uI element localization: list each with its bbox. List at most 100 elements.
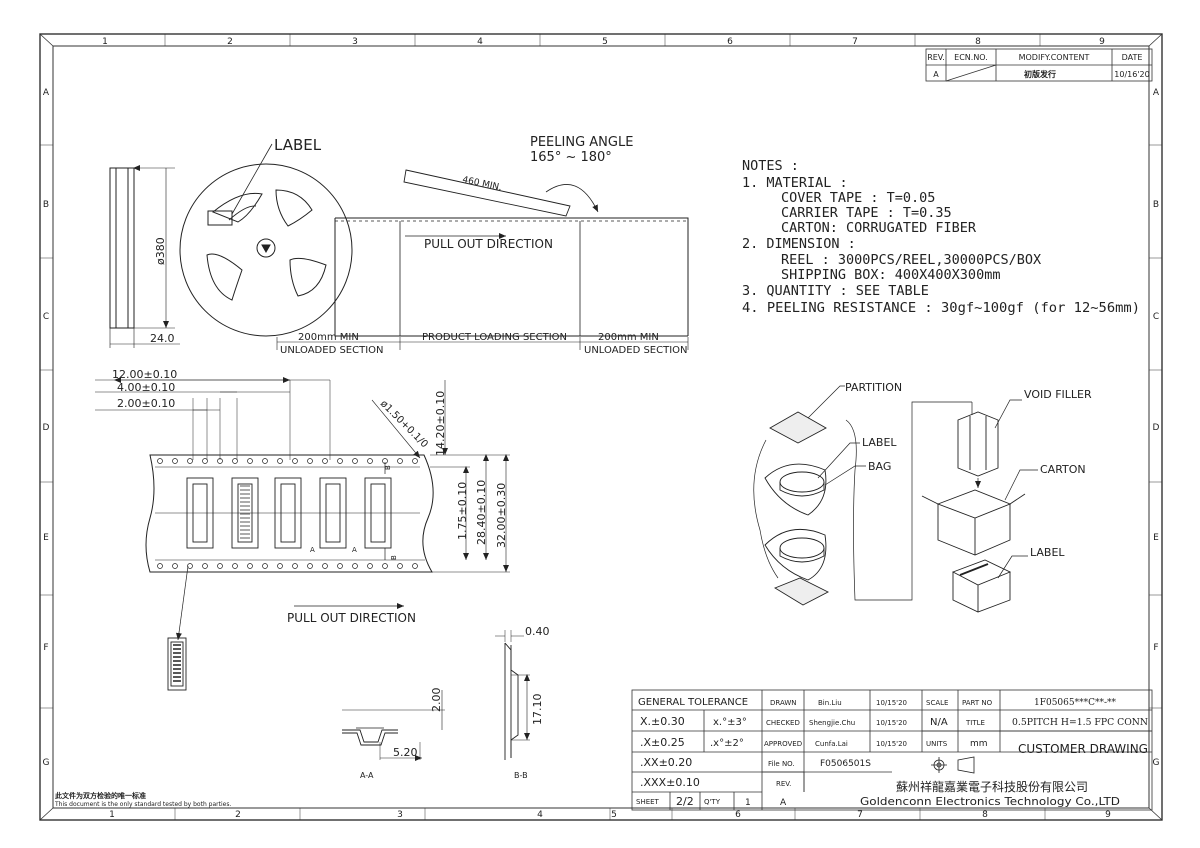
zone-letters-right: A B C D E F G [1153,88,1160,768]
zone-number: 7 [857,810,863,820]
zone-number: 9 [1099,37,1105,47]
zone-letter: F [1153,643,1158,653]
sheet-value: 2/2 [676,795,694,808]
reel-width-dim: 24.0 [150,332,175,345]
note-line: CARTON: CORRUGATED FIBER [781,220,977,236]
tol-xxxx: .XXX±0.10 [640,776,700,789]
company-cn: 蘇州祥龍嘉業電子科技股份有限公司 [896,779,1088,794]
section-bb [495,630,530,760]
section-length: 200mm MIN [298,332,359,343]
zone-letter: B [43,200,49,210]
zone-number: 4 [477,37,483,47]
rev-header-content: MODIFY.CONTENT [1019,53,1090,62]
zone-number: 5 [602,37,608,47]
rev-row-date: 10/16'20 [1114,70,1149,79]
zone-number: 5 [611,810,617,820]
zone-number: 4 [537,810,543,820]
rev-label: REV. [776,780,791,788]
drawn-name: Bin.Liu [818,699,842,707]
section-mark-b: B [384,465,392,470]
dim-hole-pitch: 4.00±0.10 [117,381,175,394]
zone-number: 8 [975,37,981,47]
zone-number: 6 [727,37,733,47]
qty-value: 1 [745,798,751,808]
zone-letter: G [43,758,50,768]
pull-direction-top: PULL OUT DIRECTION [405,233,553,251]
footer-note-cn: 此文件为双方检验的唯一标准 [55,791,146,800]
bb-thickness-dim: 0.40 [525,625,550,638]
label-callout-text: LABEL [274,136,322,154]
zone-letter: A [1153,88,1160,98]
packaging-illustration [753,401,1026,613]
pull-direction-text: PULL OUT DIRECTION [287,611,416,625]
section-length: 200mm MIN [598,332,659,343]
connector-detail [167,637,187,691]
notes-title: NOTES : [742,158,799,174]
label-callout: LABEL [231,136,322,215]
void-filler-label: VOID FILLER [1024,388,1092,401]
zone-letter: D [1153,423,1160,433]
rev-row-rev: A [933,70,939,79]
peeling-angle-title: PEELING ANGLE [530,135,633,150]
notes-block: NOTES : 1. MATERIAL : COVER TAPE : T=0.0… [742,158,1140,316]
note-line: CARRIER TAPE : T=0.35 [781,205,952,221]
rev-row-content: 初版发行 [1024,69,1056,79]
zone-number: 3 [352,37,358,47]
bag-label: BAG [868,460,891,473]
tape-pocket [319,477,347,549]
scale-value: N/A [930,717,948,728]
zone-letter: E [43,533,49,543]
tol-xxx: .XX±0.20 [640,756,692,769]
zone-number: 2 [235,810,241,820]
section-mark-a: A [352,546,357,554]
checked-label: CHECKED [766,719,800,727]
drawn-date: 10/15'20 [876,699,907,707]
projection-symbol [931,756,975,774]
doc-type: CUSTOMER DRAWING [1018,742,1148,756]
pull-direction-bottom: PULL OUT DIRECTION [287,603,416,625]
section-mark-b: B [390,555,398,560]
section-mark-a: A [310,546,315,554]
zone-letter: F [43,643,48,653]
section-aa [342,690,445,761]
tape-section-labels: 200mm MIN UNLOADED SECTION PRODUCT LOADI… [276,332,689,356]
drawing-frame [39,33,1163,821]
note-line: 3. QUANTITY : SEE TABLE [742,283,929,299]
part-no-label: PART NO [962,699,993,707]
rev-header-rev: REV. [927,53,945,62]
sprocket-holes-bottom [157,563,418,569]
zone-letter: B [1153,200,1159,210]
tol-ang2: .x°±2° [710,738,744,749]
section-name: UNLOADED SECTION [280,345,384,356]
note-line: REEL : 3000PCS/REEL,30000PCS/BOX [781,252,1041,268]
zone-letter: E [1153,533,1159,543]
tape-pocket [231,477,259,549]
file-no-value: F0506501S [820,759,871,769]
label-callout-2: LABEL [1030,546,1065,559]
note-line: 4. PEELING RESISTANCE : 30gf~100gf (for … [742,300,1140,316]
zone-letter: C [43,312,49,322]
section-name: PRODUCT LOADING SECTION [422,332,567,343]
zone-number: 2 [227,37,233,47]
approved-label: APPROVED [764,740,802,748]
dim-1-75: 1.75±0.10 [456,482,469,540]
tape-pocket [274,477,302,549]
aa-section-label: A-A [360,771,374,780]
dim-hole-offset: 2.00±0.10 [117,397,175,410]
sprocket-holes-top [157,458,418,464]
dim-pitch: 12.00±0.10 [112,368,177,381]
aa-width-dim: 5.20 [393,746,418,759]
revision-block: REV. ECN.NO. MODIFY.CONTENT DATE A 初版发行 … [925,48,1153,82]
tape-length-dim: 460 MIN. [461,175,502,193]
rev-value: A [780,798,787,808]
tape-dimensions: 12.00±0.10 4.00±0.10 2.00±0.10 ø1.50+0.1… [112,368,508,560]
zone-numbers-top: 1 2 3 4 5 6 7 8 9 [102,37,1105,47]
company-en: Goldenconn Electronics Technology Co.,LT… [860,795,1120,808]
title-value: 0.5PITCH H=1.5 FPC CONN [1012,718,1148,728]
checked-name: Shengjie.Chu [809,719,855,727]
carrier-tape-top-view [95,377,510,641]
zone-number: 9 [1105,810,1111,820]
rev-header-date: DATE [1122,53,1143,62]
tol-xx: .X±0.25 [640,736,685,749]
